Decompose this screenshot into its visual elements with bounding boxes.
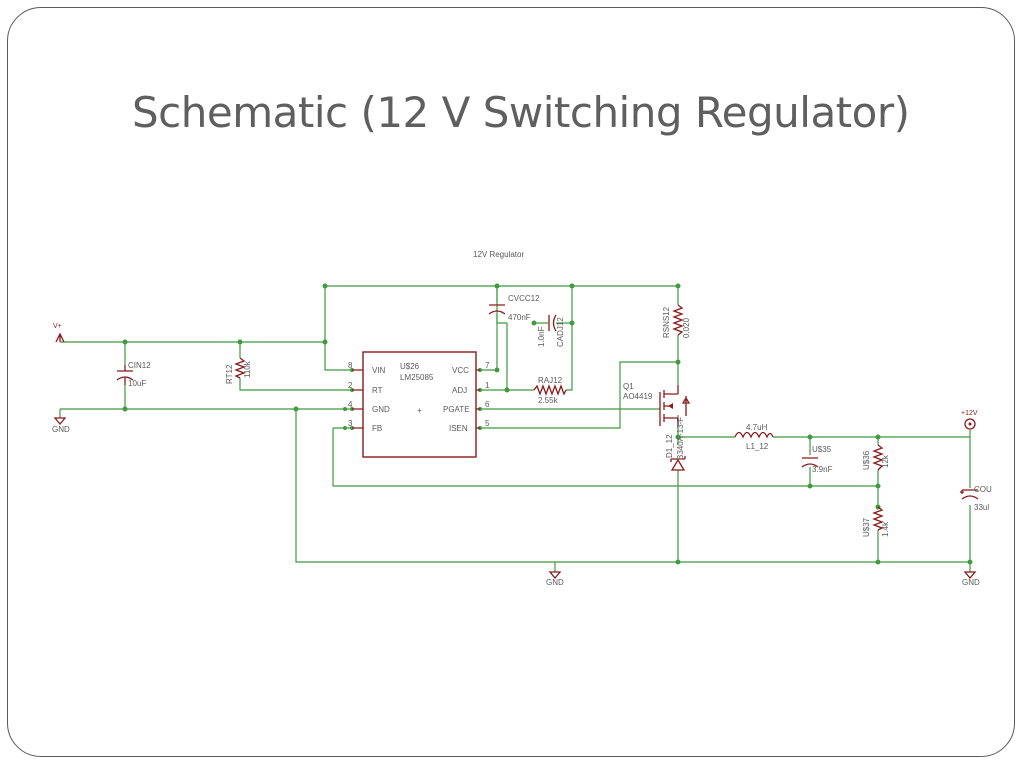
- svg-text:6: 6: [485, 400, 490, 409]
- svg-text:5: 5: [485, 419, 490, 428]
- svg-text:1.4k: 1.4k: [881, 521, 890, 537]
- svg-text:2.55k: 2.55k: [538, 396, 559, 405]
- svg-text:GND: GND: [372, 405, 390, 414]
- svg-text:8: 8: [348, 361, 353, 370]
- cout-capacitor: COU 33ul: [960, 485, 992, 512]
- svg-text:1.0nF: 1.0nF: [537, 326, 546, 347]
- cadj-capacitor: 1.0nF CADJ12: [537, 314, 565, 347]
- svg-text:GND: GND: [962, 578, 980, 587]
- svg-text:4.7uH: 4.7uH: [746, 423, 768, 432]
- svg-text:RT12: RT12: [225, 364, 234, 384]
- svg-text:VCC: VCC: [452, 366, 469, 375]
- svg-text:7: 7: [485, 361, 490, 370]
- svg-text:2: 2: [348, 381, 353, 390]
- gnd-symbol-right: GND: [962, 571, 980, 587]
- svg-text:CADJ12: CADJ12: [556, 317, 565, 347]
- rsns-resistor: RSNS12 0.020: [662, 304, 691, 338]
- svg-text:3: 3: [348, 419, 353, 428]
- svg-text:0.020: 0.020: [682, 317, 691, 338]
- svg-text:RAJ12: RAJ12: [538, 376, 563, 385]
- svg-text:ISEN: ISEN: [449, 424, 468, 433]
- slide-frame: [7, 7, 1015, 757]
- cin-capacitor: CIN12 10uF: [116, 361, 151, 388]
- c35-capacitor: U$35 3.9nF: [801, 445, 833, 474]
- wires: [59, 285, 971, 572]
- svg-text:U$36: U$36: [862, 450, 871, 470]
- svg-text:1: 1: [485, 381, 490, 390]
- svg-text:V+: V+: [53, 323, 62, 330]
- r37-resistor: U$37 1.4k: [862, 506, 890, 537]
- svg-text:RSNS12: RSNS12: [662, 306, 671, 338]
- svg-text:ADJ: ADJ: [452, 386, 467, 395]
- svg-text:CVCC12: CVCC12: [508, 294, 540, 303]
- svg-text:4: 4: [348, 400, 353, 409]
- svg-text:470nF: 470nF: [508, 313, 531, 322]
- gnd-symbol-mid: GND: [546, 571, 564, 587]
- svg-text:LM25085: LM25085: [400, 373, 434, 382]
- svg-text:U$37: U$37: [862, 517, 871, 537]
- svg-text:+12V: +12V: [961, 410, 978, 417]
- junctions: [122, 283, 973, 565]
- rt-resistor: RT12 110k: [225, 357, 252, 384]
- raj-resistor: RAJ12 2.55k: [533, 376, 567, 405]
- svg-text:B340A-13-F: B340A-13-F: [676, 417, 685, 460]
- svg-text:VIN: VIN: [372, 366, 386, 375]
- svg-text:RT: RT: [372, 386, 383, 395]
- header-label: 12V Regulator: [473, 250, 524, 259]
- svg-text:PGATE: PGATE: [443, 405, 470, 414]
- d1-diode: D1_12 B340A-13-F: [665, 417, 686, 471]
- svg-text:U$35: U$35: [812, 445, 832, 454]
- svg-text:+: +: [417, 406, 422, 415]
- svg-text:110k: 110k: [243, 360, 252, 378]
- svg-text:CIN12: CIN12: [128, 361, 151, 370]
- l1-inductor: 4.7uH L1_12: [734, 423, 774, 451]
- r36-resistor: U$36 12k: [862, 444, 890, 471]
- svg-text:L1_12: L1_12: [746, 442, 769, 451]
- q1-mosfet: Q1 AO4419: [623, 382, 691, 426]
- ic-lm25085: U$26 LM25085 + VIN RT GND FB 8 2 4 3 VCC…: [348, 351, 490, 458]
- svg-text:FB: FB: [372, 424, 382, 433]
- svg-text:12V Regulator: 12V Regulator: [473, 250, 524, 259]
- vplus-source: V+: [53, 323, 65, 343]
- svg-text:3.9nF: 3.9nF: [812, 465, 833, 474]
- svg-text:U$26: U$26: [400, 362, 420, 371]
- slide-title: Schematic (12 V Switching Regulator): [132, 88, 910, 137]
- gnd-symbol-left: GND: [52, 417, 70, 434]
- svg-text:GND: GND: [546, 578, 564, 587]
- cvcc-capacitor: CVCC12 470nF: [488, 294, 540, 322]
- svg-text:COU: COU: [974, 485, 992, 494]
- svg-text:33ul: 33ul: [974, 503, 989, 512]
- svg-text:D1_12: D1_12: [665, 434, 674, 458]
- svg-text:GND: GND: [52, 425, 70, 434]
- output-terminal: +12V: [961, 410, 978, 430]
- svg-text:12k: 12k: [881, 454, 890, 468]
- svg-text:AO4419: AO4419: [623, 392, 653, 401]
- svg-text:10uF: 10uF: [128, 379, 146, 388]
- svg-text:Q1: Q1: [623, 382, 634, 391]
